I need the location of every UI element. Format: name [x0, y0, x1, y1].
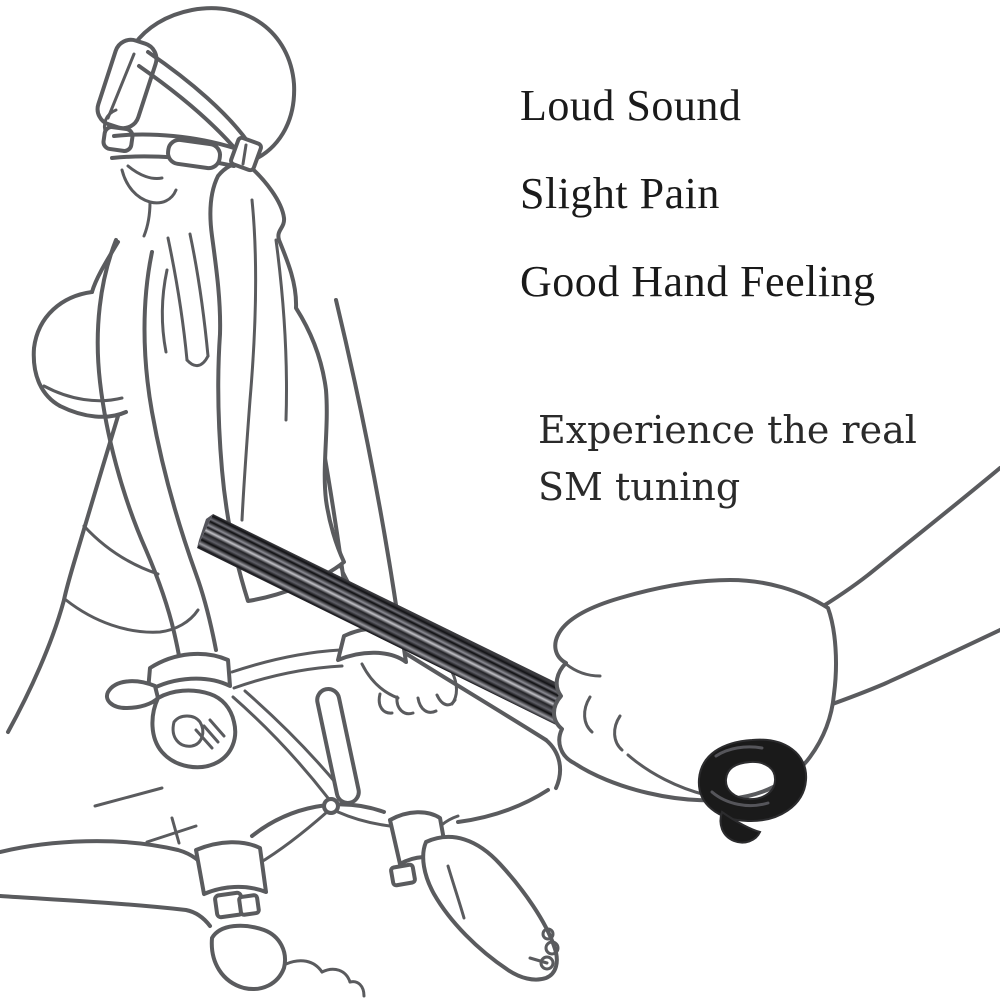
tagline-line-2: SM tuning — [538, 465, 741, 509]
blindfold — [95, 37, 159, 131]
claim-line-2: Slight Pain — [520, 169, 720, 218]
holder-arm — [810, 466, 1000, 709]
claim-line-3: Good Hand Feeling — [520, 257, 876, 306]
figure-torso — [6, 164, 210, 734]
paddle-tip — [197, 514, 213, 548]
gag-bit — [101, 125, 135, 153]
tagline-line-1: Experience the real — [538, 408, 917, 452]
figure-head — [95, 6, 297, 173]
figure-feet — [209, 834, 560, 998]
hair-strand — [274, 238, 288, 422]
head-harness — [110, 50, 263, 173]
figure-arms — [95, 238, 400, 664]
connecting-straps — [230, 648, 392, 866]
wrist-cuffs — [105, 626, 458, 770]
headline-claims: Loud Sound Slight Pain Good Hand Feeling — [520, 80, 876, 307]
gag-strap-pad — [166, 137, 222, 171]
strap-ring — [322, 797, 340, 815]
leather-wrist-loop — [697, 738, 808, 844]
strap-pad-bar — [315, 687, 361, 805]
bound-figure — [0, 6, 563, 998]
hair-strand — [240, 198, 258, 522]
claim-line-1: Loud Sound — [520, 81, 742, 130]
tagline: Experience the real SM tuning — [538, 402, 917, 516]
ankle-cuffs — [194, 810, 450, 920]
